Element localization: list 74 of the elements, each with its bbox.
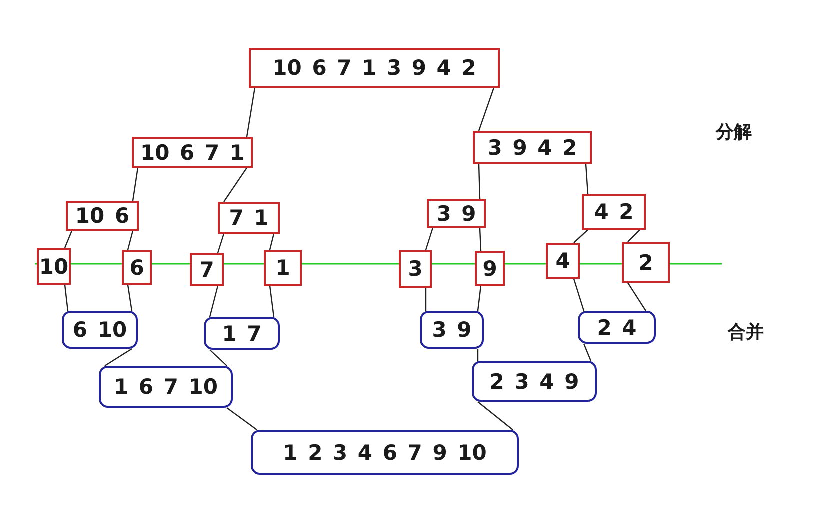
number-sequence: 2 4: [597, 316, 637, 340]
split-sequence-box: [427, 199, 486, 228]
connector-line: [425, 288, 427, 311]
merged-sequence-box: [62, 311, 138, 349]
number-sequence: 1: [276, 256, 290, 280]
number-sequence: 2: [638, 250, 654, 274]
connector-line: [477, 349, 479, 361]
connector-line: [127, 284, 133, 312]
number-sequence: 6 10: [72, 318, 128, 342]
merged-sequence-box: [204, 317, 280, 350]
number-sequence: 4 2: [594, 200, 634, 224]
number-sequence: 10 6 7 1 3 9 4 2: [272, 56, 476, 80]
number-sequence: 4: [556, 249, 570, 273]
number-sequence: 3 9 4 2: [488, 136, 578, 160]
split-sequence-box: [132, 137, 253, 168]
merged-sequence-box: [578, 311, 656, 344]
number-sequence: 1 7: [222, 322, 262, 346]
connector-line: [585, 164, 589, 194]
connector-line: [478, 88, 495, 132]
number-sequence: 10 6: [75, 204, 130, 228]
merged-sequence-box: [472, 361, 597, 402]
connector-line: [132, 168, 139, 202]
split-sequence-box: [622, 242, 670, 283]
connector-line: [217, 234, 225, 254]
connector-line: [573, 278, 585, 312]
split-sequence-box: [218, 202, 280, 234]
stage-label: 合并: [728, 321, 764, 344]
connector-line: [478, 402, 514, 430]
connector-line: [628, 230, 640, 242]
split-sequence-box: [582, 194, 646, 230]
connector-line: [574, 230, 588, 244]
connector-line: [477, 286, 482, 312]
connector-line: [583, 344, 592, 362]
number-sequence: 2 3 4 9: [490, 370, 580, 394]
connector-line: [628, 282, 646, 312]
connector-line: [64, 230, 73, 248]
connector-line: [425, 228, 434, 250]
split-sequence-box: [190, 253, 224, 286]
stage-label: 分解: [716, 121, 752, 144]
number-sequence: 3 9: [436, 202, 476, 226]
split-sequence-box: [249, 48, 500, 88]
connector-line: [269, 234, 275, 250]
connector-line: [246, 88, 256, 138]
number-sequence: 7: [200, 258, 214, 282]
number-sequence: 3: [408, 257, 423, 281]
merged-sequence-box: [251, 430, 519, 475]
split-sequence-box: [122, 250, 152, 285]
number-sequence: 7 1: [229, 206, 269, 230]
connector-line: [210, 350, 228, 366]
split-sequence-box: [546, 243, 580, 279]
connector-line: [127, 230, 134, 250]
split-sequence-box: [475, 251, 505, 286]
split-sequence-box: [264, 250, 302, 286]
connector-line: [64, 284, 69, 312]
number-sequence: 10: [39, 254, 69, 278]
connector-line: [104, 348, 132, 366]
connector-line: [478, 164, 481, 200]
number-sequence: 1 6 7 10: [114, 375, 218, 399]
number-sequence: 6: [130, 256, 144, 280]
number-sequence: 10 6 7 1: [140, 140, 244, 164]
connector-line: [226, 408, 258, 430]
merged-sequence-box: [420, 311, 484, 349]
number-sequence: 3 9: [432, 318, 472, 342]
number-sequence: 1 2 3 4 6 7 9 10: [283, 440, 487, 464]
split-sequence-box: [473, 131, 592, 164]
number-sequence: 9: [482, 256, 498, 280]
split-sequence-box: [37, 248, 71, 285]
split-sequence-box: [399, 250, 432, 288]
connector-line: [479, 228, 482, 252]
connector-line: [209, 286, 219, 318]
merged-sequence-box: [99, 366, 233, 408]
connector-line: [224, 168, 248, 202]
connector-line: [269, 286, 275, 318]
split-sequence-box: [66, 201, 139, 231]
